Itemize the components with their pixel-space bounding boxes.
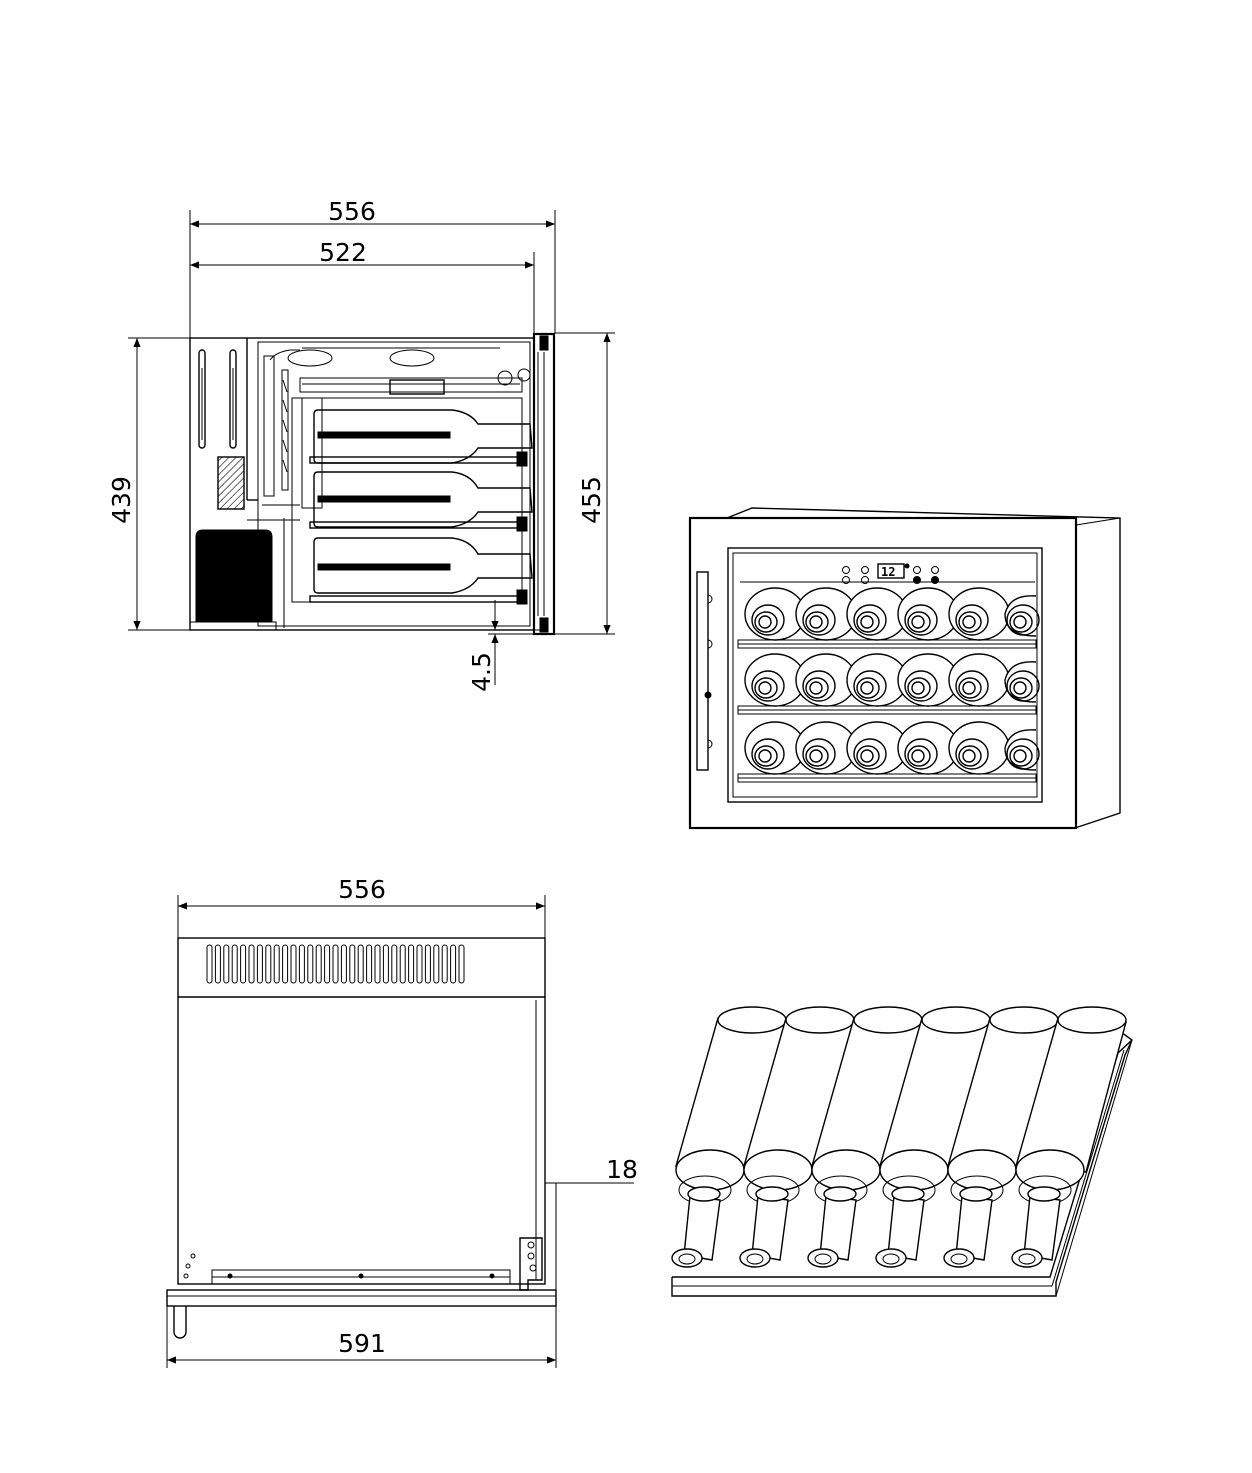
tilted-bottle [943,1006,1059,1268]
tilted-bottle [739,1006,855,1268]
tilted-bottle [671,1006,787,1268]
vent-slot [424,944,431,984]
tilted-bottle [875,1006,991,1268]
vent-slot [324,944,331,984]
dim-label-455: 455 [577,476,606,524]
vent-slot [340,944,347,984]
display-reading: 12 [881,565,895,579]
vent-slot [332,944,339,984]
vent-slot [223,944,230,984]
side-view: 556 522 439 455 4.5 [107,197,615,692]
vent-slot [382,944,389,984]
vent-slot [408,944,415,984]
vent-slot [399,944,406,984]
control-button-icon[interactable] [861,566,869,574]
vent-slot [265,944,272,984]
control-panel: 12 [740,563,1035,584]
bottle-side-2 [313,471,533,528]
cabinet-top-body [166,937,557,1339]
bottle-side-1 [313,409,533,464]
vent-slot [349,944,356,984]
vent-slot [433,944,440,984]
vent-slot [458,944,465,984]
dim-label-522: 522 [319,238,367,267]
vent-slot [256,944,263,984]
vent-slot [374,944,381,984]
front-bottle-rows [737,587,1040,783]
dimension-door-width: 591 [166,1292,557,1368]
dimension-cabinet-depth: 522 [190,238,535,340]
vent-slot [248,944,255,984]
cabinet-side-body [189,337,535,631]
dim-label-4-5: 4.5 [467,652,496,692]
vent-slot [315,944,322,984]
vent-slot [240,944,247,984]
tilted-bottle [1011,1006,1127,1268]
vent-slot [282,944,289,984]
front-view: 12 [688,507,1121,830]
temperature-display [877,563,905,579]
shelf-rail [671,1029,1133,1297]
vent-slot [366,944,373,984]
dim-label-591: 591 [338,1329,386,1358]
shelf-detail-view [671,1006,1133,1297]
vent-slot [450,944,457,984]
front-shelf-row-1 [737,587,1040,649]
door-handle [696,571,709,771]
vent-slot [214,944,221,984]
front-cabinet-frame [688,507,1121,830]
vent-slot [307,944,314,984]
control-button-icon[interactable] [842,566,850,574]
tilted-bottle-group [671,1006,1127,1268]
front-shelf-row-3 [737,721,1040,783]
control-button-icon[interactable] [913,566,921,574]
dim-label-439: 439 [107,476,136,524]
dimension-door-offset: 18 [545,1155,638,1290]
front-shelf-row-2 [737,653,1040,715]
vent-slot [357,944,364,984]
control-button-icon[interactable] [931,566,939,574]
vent-slot [273,944,280,984]
vent-slot [391,944,398,984]
top-vent-grille [206,944,465,984]
vent-slot [441,944,448,984]
top-view: 556 591 18 [166,875,638,1368]
vent-slot [290,944,297,984]
dimension-cabinet-height: 439 [107,337,190,631]
vent-slot [416,944,423,984]
dim-label-556-side: 556 [328,197,376,226]
compressor-block [195,529,273,623]
dim-label-18: 18 [606,1155,638,1184]
dim-label-556-top: 556 [338,875,386,904]
door-top-edge [166,1289,557,1307]
door-side-profile [532,332,556,636]
bottle-side-3 [313,537,533,594]
vent-slot [206,944,213,984]
dimension-bottom-offset: 4.5 [467,600,540,692]
tilted-bottle [807,1006,923,1268]
dimension-overall-depth: 556 [189,197,556,338]
dimension-cabinet-width: 556 [177,875,546,938]
vent-slot [298,944,305,984]
dimension-door-height: 455 [555,332,615,635]
vent-slot [231,944,238,984]
